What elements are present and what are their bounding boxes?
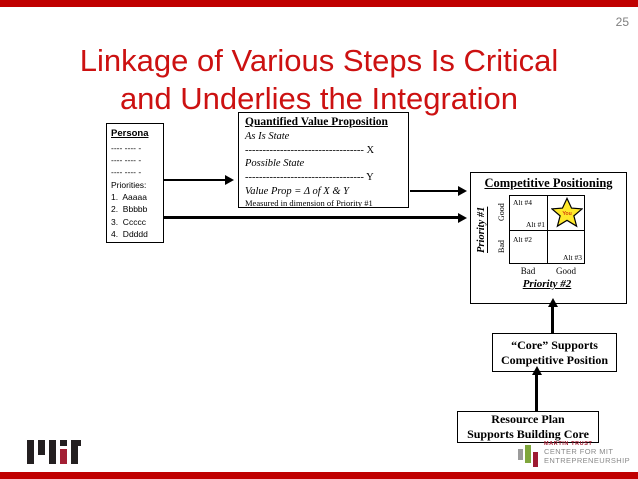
persona-priorities-label: Priorities: — [111, 179, 147, 190]
mit-logo-icon — [27, 440, 81, 464]
persona-dash-line: ---- ---- - — [111, 142, 142, 153]
trust-center-line2: CENTER FOR MIT — [544, 447, 614, 456]
y-axis-good-label: Good — [497, 203, 506, 222]
matrix-horizontal-divider — [510, 229, 584, 231]
mit-logo-bar — [71, 440, 78, 464]
trust-center-bars-icon — [518, 444, 540, 468]
arrow-resource-to-core — [535, 375, 538, 411]
x-axis-label: Priority #2 — [522, 278, 572, 290]
persona-dash-line: ---- ---- - — [111, 167, 142, 178]
slide-title-line2: and Underlies the Integration — [119, 81, 519, 116]
value-prop-title: Quantified Value Proposition — [245, 116, 388, 128]
possible-dash-line: ---------------------------------- Y — [245, 171, 374, 183]
as-is-state-label: As Is State — [245, 130, 290, 142]
persona-title: Persona — [111, 128, 149, 139]
alt2-label: Alt #2 — [513, 235, 532, 244]
persona-priority-item: 3. Ccccc — [111, 216, 146, 227]
alt4-label: Alt #4 — [513, 198, 532, 207]
x-axis-bad-label: Bad — [520, 266, 536, 276]
value-prop-box: Quantified Value Proposition As Is State… — [238, 112, 409, 208]
core-supports-line2: Competitive Position — [501, 352, 608, 367]
alt1-label: Alt #1 — [526, 220, 545, 229]
trust-bar-maroon — [533, 452, 538, 467]
mit-logo-t-cap — [71, 440, 81, 446]
persona-dash-line: ---- ---- - — [111, 155, 142, 166]
trust-center-line1: MARTIN TRUST — [544, 441, 593, 447]
arrow-persona-to-competitive — [164, 216, 458, 219]
positioning-matrix: Alt #4 Alt #1 Alt #2 Alt #3 — [509, 195, 585, 264]
arrow-persona-to-value-prop — [164, 179, 225, 181]
resource-plan-line1: Resource Plan — [491, 412, 565, 426]
trust-center-text: MARTIN TRUST CENTER FOR MIT ENTREPRENEUR… — [544, 441, 630, 465]
persona-box: Persona ---- ---- - ---- ---- - ---- ---… — [106, 123, 164, 243]
competitive-positioning-title: Competitive Positioning — [484, 176, 613, 190]
arrow-core-to-competitive — [551, 307, 554, 333]
mit-logo-bar — [27, 440, 34, 464]
slide-title: Linkage of Various Steps Is Critical and… — [0, 42, 638, 118]
mit-logo-bar — [38, 440, 45, 455]
you-star: You — [551, 197, 583, 228]
slide-title-line1: Linkage of Various Steps Is Critical — [79, 43, 559, 78]
as-is-dash-line: ---------------------------------- X — [245, 144, 375, 156]
resource-plan-box: Resource Plan Supports Building Core — [457, 411, 599, 443]
mit-logo-bar — [60, 440, 67, 446]
core-supports-line1: “Core” Supports — [511, 337, 598, 352]
star-you-label: You — [562, 211, 572, 217]
page-number: 25 — [615, 15, 629, 29]
star-icon — [551, 197, 583, 228]
y-axis-bad-label: Bad — [497, 240, 506, 253]
persona-priority-item: 2. Bbbbb — [111, 204, 148, 215]
trust-center-line3: ENTREPRENEURSHIP — [544, 456, 630, 465]
persona-priority-item: 4. Ddddd — [111, 228, 148, 239]
value-prop-measured-note: Measured in dimension of Priority #1 — [245, 198, 373, 209]
top-red-bar — [0, 0, 638, 7]
trust-bar-gray — [518, 449, 523, 460]
value-prop-formula: Value Prop = Δ of X & Y — [245, 185, 349, 197]
mit-logo-bar — [49, 440, 56, 464]
bottom-red-bar — [0, 472, 638, 479]
core-supports-box: “Core” Supports Competitive Position — [492, 333, 617, 372]
x-axis-good-label: Good — [556, 266, 576, 276]
possible-state-label: Possible State — [245, 158, 305, 170]
trust-center-logo: MARTIN TRUST CENTER FOR MIT ENTREPRENEUR… — [512, 441, 638, 469]
x-axis-tick-labels: Bad Good — [509, 266, 585, 276]
mit-logo-bar-red — [60, 449, 67, 464]
competitive-positioning-box: Competitive Positioning Priority #1 Good… — [470, 172, 627, 304]
trust-bar-green — [525, 445, 531, 463]
y-axis-label: Priority #1 — [476, 206, 487, 254]
arrow-value-prop-to-competitive — [410, 190, 458, 192]
persona-priority-item: 1. Aaaaa — [111, 192, 147, 203]
resource-plan-line2: Supports Building Core — [467, 427, 589, 441]
alt3-label: Alt #3 — [563, 252, 582, 262]
